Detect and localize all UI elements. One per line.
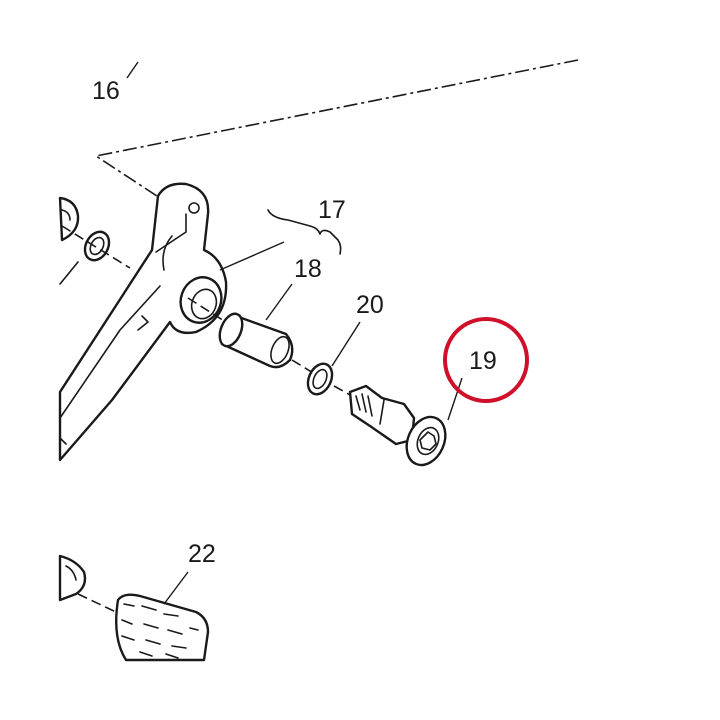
bushing (218, 312, 294, 369)
leader-20 (331, 321, 361, 367)
leader-16 (126, 61, 139, 79)
callout-19: 19 (469, 347, 497, 375)
leader-17 (219, 241, 285, 271)
leader-19 (447, 377, 463, 421)
callout-20: 20 (356, 291, 384, 319)
footpeg-mount-partial (58, 554, 87, 602)
left-partial-part (58, 196, 80, 285)
shoulder-bolt (348, 384, 447, 467)
axis-footpeg (77, 593, 117, 613)
lever-hole-top (188, 202, 200, 214)
o-ring (306, 362, 334, 396)
pivot-parts-axis-2 (291, 359, 319, 377)
leader-18 (265, 283, 293, 321)
leader-22 (163, 571, 189, 605)
callout-18: 18 (294, 255, 322, 283)
footpeg-rubber (115, 593, 210, 662)
pivot-axis-line (93, 59, 579, 199)
pivot-parts-axis-3 (333, 385, 353, 397)
callout-16: 16 (92, 77, 120, 105)
brace-17 (267, 209, 342, 255)
callout-22: 22 (188, 540, 216, 568)
callout-17: 17 (318, 196, 346, 224)
axis-left-washer (61, 225, 131, 269)
washer-left (83, 230, 111, 262)
lever-pivot-bore (179, 276, 223, 324)
highlight-circle (443, 317, 529, 403)
pivot-parts-axis (187, 297, 233, 327)
lever-arm (58, 182, 228, 462)
torx-socket-icon (419, 431, 437, 451)
